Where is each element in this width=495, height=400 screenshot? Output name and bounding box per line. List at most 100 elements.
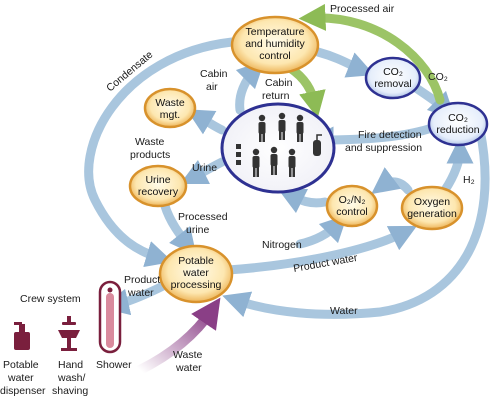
water-label: Water — [330, 305, 358, 317]
potable-line3: processing — [171, 279, 222, 291]
fire-extinguisher-icon — [313, 134, 322, 156]
cabin-to-urine-arrow — [179, 157, 227, 185]
o2n2-line1: O₂/N₂ — [339, 194, 366, 206]
oxygen-gen-line2: generation — [407, 208, 457, 220]
temp-humidity-line1: Temperature — [246, 26, 305, 38]
urine-recovery-line1: Urine — [145, 174, 170, 186]
svg-text:Temperature: Temperature — [246, 26, 305, 38]
svg-text:mgt.: mgt. — [160, 109, 180, 121]
urine-to-potable-arrow — [160, 201, 197, 256]
waste-products-line1: Waste — [135, 136, 165, 148]
dispenser-line2: water — [7, 372, 34, 384]
svg-text:Waste: Waste — [155, 97, 185, 109]
temp-humidity-node: Temperature and humidity control — [230, 15, 320, 75]
urine-recovery-line2: recovery — [138, 186, 179, 198]
svg-text:generation: generation — [407, 208, 457, 220]
svg-text:recovery: recovery — [138, 186, 179, 198]
crew-system-label: Crew system — [20, 293, 81, 305]
nitrogen-arrow — [295, 214, 348, 249]
processed-urine-line2: urine — [186, 224, 210, 236]
crew-member-icon — [296, 114, 304, 142]
h2-arrow — [440, 136, 474, 195]
nitrogen-label: Nitrogen — [262, 239, 302, 251]
co2-removal-line1: CO₂ — [383, 66, 403, 78]
svg-text:Urine: Urine — [145, 174, 170, 186]
o2n2-to-cabin-arrow — [277, 188, 330, 214]
urine-label: Urine — [192, 162, 217, 174]
flow-arrows — [84, 37, 490, 319]
svg-text:CO₂: CO₂ — [383, 66, 403, 78]
svg-text:O₂/N₂: O₂/N₂ — [339, 194, 366, 206]
shower-icon — [98, 280, 122, 354]
crew-icon-labels: Potable water dispenser Hand wash/ shavi… — [0, 359, 132, 397]
product-water-right-arrow — [223, 225, 418, 275]
processed-urine-line1: Processed — [178, 211, 228, 223]
crew-member-icon — [270, 146, 278, 175]
waste-water-arrow — [135, 297, 221, 375]
crew-member-icon — [258, 114, 266, 142]
oxygen-to-o2n2-arrow — [371, 167, 413, 195]
potable-processing-node: Potable water processing — [158, 244, 234, 304]
potable-line1: Potable — [178, 255, 214, 267]
co2-label: CO₂ — [428, 71, 448, 83]
crew-member-icon — [288, 148, 296, 177]
o2n2-line2: control — [336, 206, 368, 218]
potable-line2: water — [182, 267, 209, 279]
cabin-return-line2: return — [262, 90, 290, 102]
svg-text:control: control — [259, 50, 291, 62]
waste-products-line2: products — [130, 149, 170, 161]
temp-to-cabin-return-arrow — [285, 63, 326, 119]
faucet-icon — [58, 316, 80, 351]
product-water-left-line1: Product — [124, 274, 160, 286]
cabin-to-waste-arrow — [186, 109, 227, 135]
urine-recovery-node: Urine recovery — [128, 164, 188, 208]
svg-text:processing: processing — [171, 279, 222, 291]
cabin-air-arrow — [235, 60, 265, 115]
oxygen-gen-line1: Oxygen — [414, 196, 450, 208]
crew-member-icon — [252, 148, 260, 177]
co2-removal-node: CO₂ removal — [364, 56, 422, 100]
co2-reduction-node: CO₂ reduction — [427, 101, 489, 147]
svg-text:Potable: Potable — [178, 255, 214, 267]
hand-wash-line3: shaving — [52, 385, 88, 397]
processed-air-label: Processed air — [330, 3, 395, 15]
fire-line2: and suppression — [345, 142, 422, 154]
product-water-left-line2: water — [127, 287, 154, 299]
waste-mgt-line2: mgt. — [160, 109, 180, 121]
crew-member-icon — [278, 112, 286, 140]
co2-reduction-line2: reduction — [436, 124, 479, 136]
dispenser-line3: dispenser — [0, 385, 46, 397]
cabin-air-line1: Cabin — [200, 68, 228, 80]
hand-wash-line2: wash/ — [57, 372, 86, 384]
hand-wash-line1: Hand — [58, 359, 83, 371]
waste-water-line1: Waste — [173, 349, 203, 361]
dispenser-line1: Potable — [3, 359, 39, 371]
waste-water-line2: water — [175, 362, 202, 374]
temp-humidity-line3: control — [259, 50, 291, 62]
crew-cabin-icon — [220, 102, 336, 194]
svg-text:control: control — [336, 206, 368, 218]
co2-reduction-to-cabin-arrow — [306, 123, 437, 154]
svg-text:reduction: reduction — [436, 124, 479, 136]
fire-line1: Fire detection — [358, 129, 422, 141]
oxygen-generation-node: Oxygen generation — [400, 185, 464, 231]
svg-text:Oxygen: Oxygen — [414, 196, 450, 208]
shower-label: Shower — [96, 359, 132, 371]
temp-humidity-line2: and humidity — [245, 38, 305, 50]
condensate-flow-arrow — [84, 37, 237, 268]
svg-text:water: water — [182, 267, 209, 279]
waste-mgt-node: Waste mgt. — [143, 87, 197, 129]
processed-air-arrow — [298, 3, 445, 105]
svg-text:CO₂: CO₂ — [448, 112, 468, 124]
temp-to-co2-removal-arrow — [313, 47, 375, 78]
water-return-arrow — [222, 125, 490, 319]
o2n2-control-node: O₂/N₂ control — [325, 184, 379, 228]
waste-mgt-line1: Waste — [155, 97, 185, 109]
svg-text:removal: removal — [374, 78, 411, 90]
h2-label: H₂ — [463, 174, 475, 186]
svg-text:and humidity: and humidity — [245, 38, 305, 50]
water-dispenser-icon — [14, 322, 30, 350]
co2-removal-line2: removal — [374, 78, 411, 90]
